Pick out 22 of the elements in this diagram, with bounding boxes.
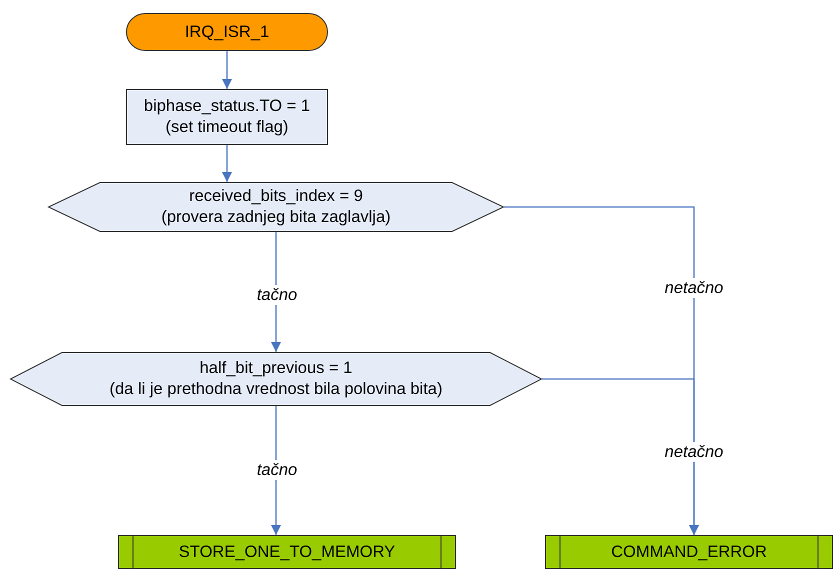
node-note: (da li je prethodna vrednost bila polovina bita) [110,379,442,400]
arrow [542,378,699,535]
process-box [126,89,328,145]
edge-label: tačno [254,285,300,305]
edge-label: netačno [662,442,726,462]
arrow [222,145,232,182]
decision-hexagon [48,182,504,232]
edge-label: netačno [662,278,726,298]
subroutine-box [118,535,456,569]
start-terminal [126,13,328,51]
subroutine-box [545,535,833,569]
arrow [222,51,232,89]
node-label: half_bit_previous = 1 [200,358,352,379]
node-label: COMMAND_ERROR [611,542,767,562]
node-note: (provera zadnjeg bita zaglavlja) [161,207,391,228]
node-note: (set timeout flag) [166,117,288,138]
node-label: IRQ_ISR_1 [184,22,270,42]
node-label: biphase_status.TO = 1 [144,96,310,117]
node-label: STORE_ONE_TO_MEMORY [178,542,396,562]
edge-label: tačno [254,460,300,480]
node-label: received_bits_index = 9 [189,186,363,207]
decision-hexagon [10,352,542,406]
